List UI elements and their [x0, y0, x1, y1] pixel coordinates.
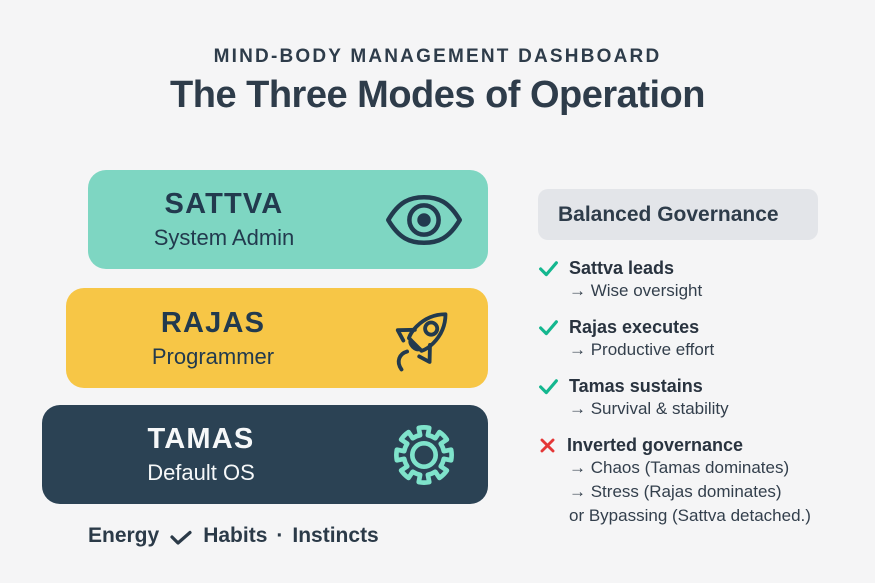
item-title: Sattva leads — [569, 258, 675, 278]
item-detail: or Bypassing (Sattva detached.) — [569, 506, 811, 525]
page-title: The Three Modes of Operation — [170, 74, 705, 116]
mode-card-rajas: RAJAS Programmer — [66, 288, 488, 388]
item-title: Tamas sustains — [569, 376, 703, 396]
mode-name: SATTVA — [164, 188, 284, 220]
footer-habits-label: Habits — [203, 524, 268, 547]
item-detail: → Wise oversight — [569, 281, 703, 300]
governance-list: Sattva leads → Wise oversight Rajas exec… — [538, 257, 873, 541]
cross-icon — [538, 436, 557, 455]
mode-name: TAMAS — [147, 423, 255, 455]
list-item: Rajas executes → Productive effort — [538, 316, 873, 362]
check-icon — [538, 376, 559, 397]
eyebrow-title: MIND-BODY MANAGEMENT DASHBOARD — [213, 46, 662, 67]
mode-card-text: SATTVA System Admin — [88, 188, 360, 251]
footer-instincts-label: Instincts — [292, 524, 379, 547]
mode-role: System Admin — [153, 225, 295, 250]
gear-icon — [360, 421, 488, 489]
item-detail: → Stress (Rajas dominates) — [569, 482, 782, 501]
mode-card-text: TAMAS Default OS — [42, 423, 360, 486]
list-item: Inverted governance → Chaos (Tamas domin… — [538, 434, 873, 528]
item-detail: → Chaos (Tamas dominates) — [569, 458, 790, 477]
rocket-icon — [360, 302, 488, 374]
mode-card-text: RAJAS Programmer — [66, 307, 360, 370]
eye-icon — [360, 194, 488, 246]
footer-caption: Energy Habits · Instincts — [88, 524, 379, 548]
check-icon — [538, 317, 559, 338]
mode-card-sattva: SATTVA System Admin — [88, 170, 488, 269]
mode-name: RAJAS — [160, 306, 266, 339]
item-title: Rajas executes — [569, 317, 700, 337]
footer-energy-label: Energy — [88, 524, 160, 547]
check-icon — [538, 258, 559, 279]
mode-role: Default OS — [147, 460, 255, 485]
item-title: Inverted governance — [567, 435, 744, 455]
mode-card-tamas: TAMAS Default OS — [42, 405, 488, 504]
item-detail: → Productive effort — [569, 340, 715, 359]
footer-separator: · — [276, 524, 284, 547]
mode-role: Programmer — [151, 343, 275, 369]
list-item: Tamas sustains → Survival & stability — [538, 375, 873, 421]
list-item: Sattva leads → Wise oversight — [538, 257, 873, 303]
check-icon — [170, 527, 192, 545]
item-detail: → Survival & stability — [569, 399, 729, 418]
governance-heading: Balanced Governance — [538, 189, 818, 240]
